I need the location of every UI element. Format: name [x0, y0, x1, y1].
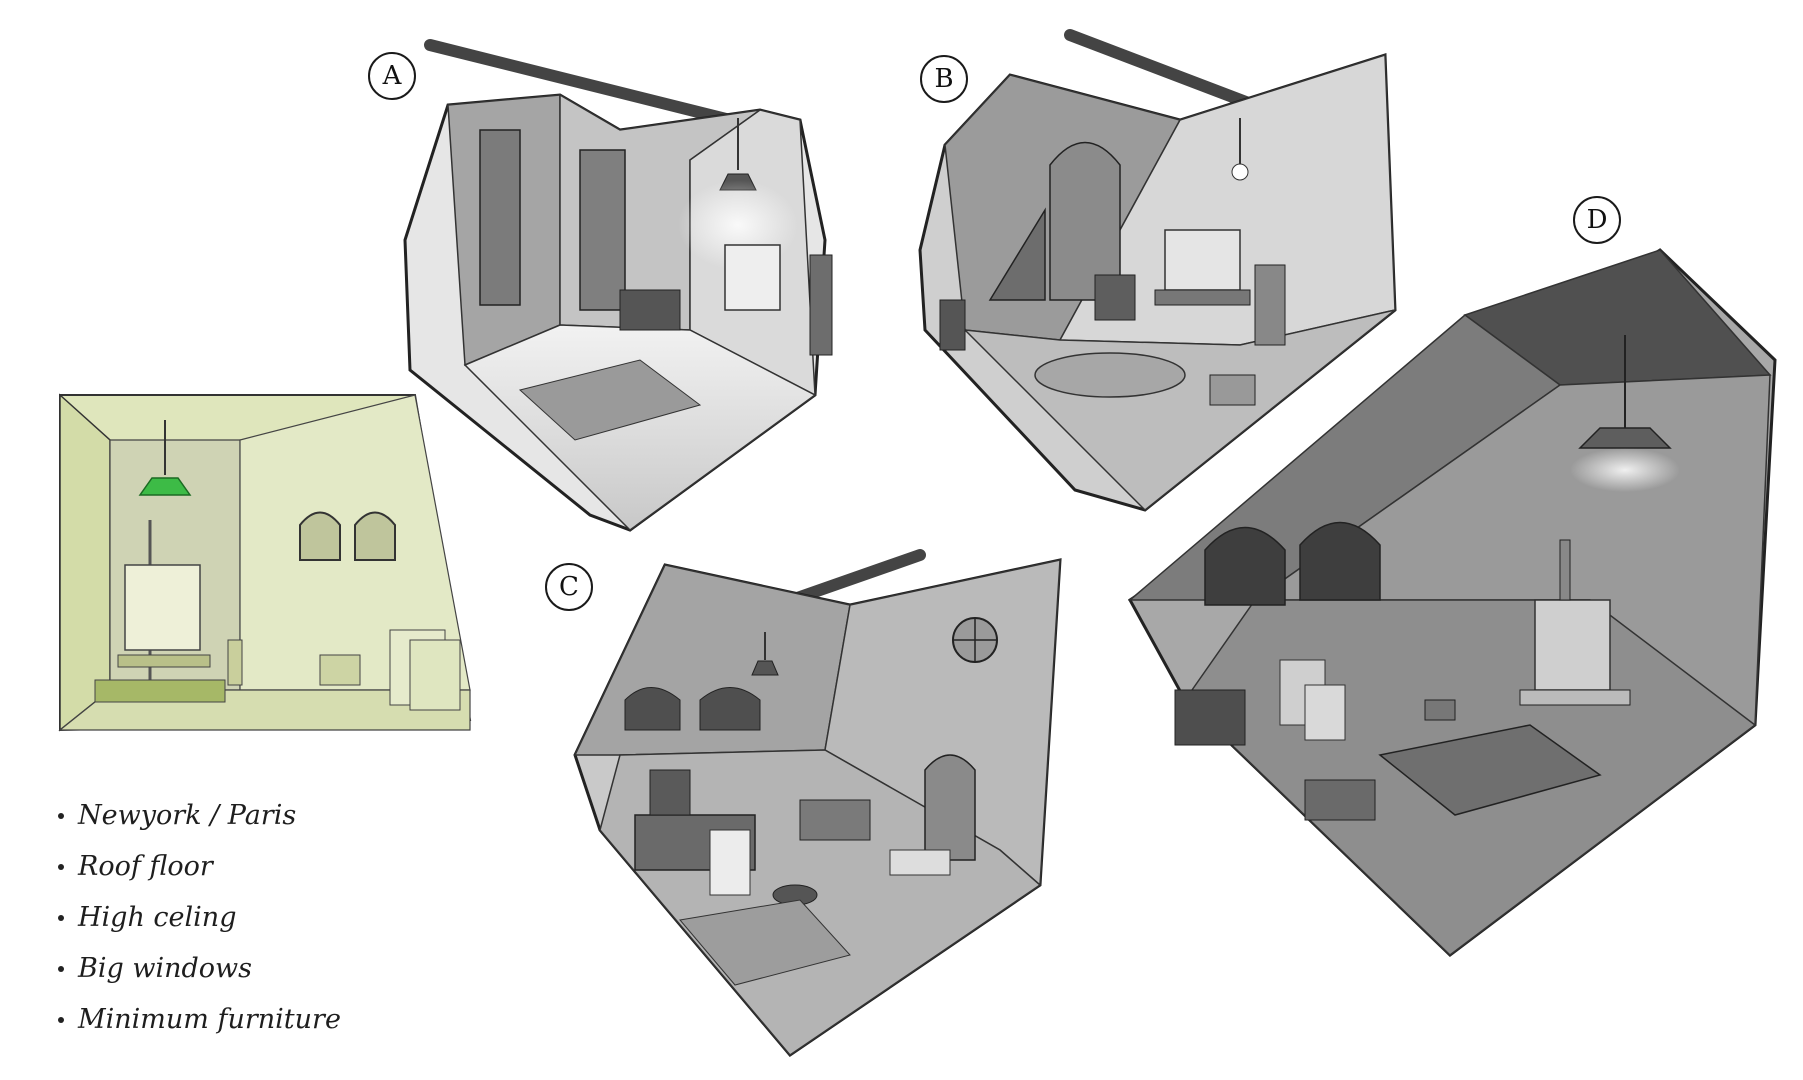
note-item: Roof floor [58, 841, 378, 892]
sketch-label-d: D [1573, 196, 1621, 244]
note-item: Newyork / Paris [58, 790, 378, 841]
sketch-label-b: B [920, 55, 968, 103]
note-item: Minimum furniture [58, 994, 378, 1045]
bullet-icon [58, 812, 64, 819]
green-lamp-icon [138, 477, 192, 496]
bullet-icon [58, 914, 64, 921]
room-sketch-d [1127, 248, 1777, 957]
design-notes-list: Newyork / Paris Roof floor High celing B… [58, 790, 378, 1045]
color-thumbnail-sketch [58, 393, 472, 732]
note-item: High celing [58, 892, 378, 943]
room-sketch-b [918, 29, 1397, 512]
bullet-icon [58, 1016, 64, 1023]
bullet-icon [58, 965, 64, 972]
bullet-icon [58, 863, 64, 870]
note-item: Big windows [58, 943, 378, 994]
room-sketch-a [403, 39, 833, 532]
sketch-label-c: C [545, 563, 593, 611]
sketch-label-a: A [368, 52, 416, 100]
room-sketch-c [573, 549, 1062, 1058]
